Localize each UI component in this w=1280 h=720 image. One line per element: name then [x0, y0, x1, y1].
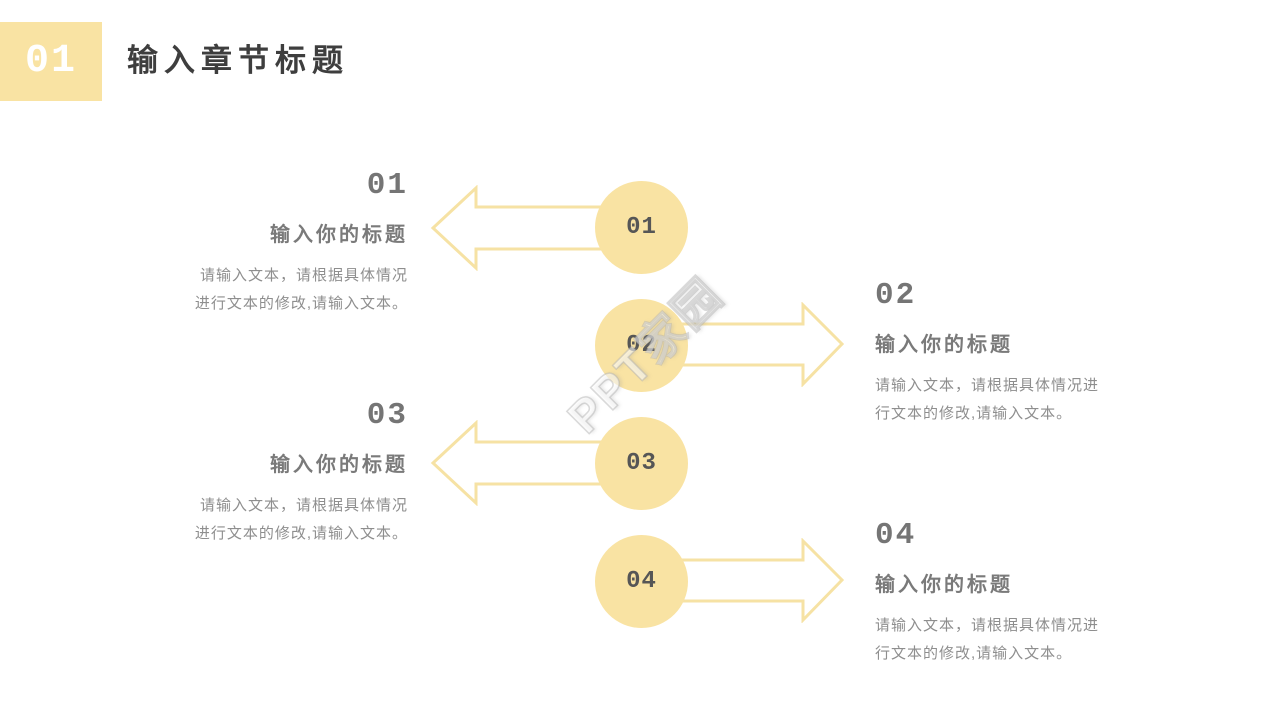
item-number: 02	[875, 278, 917, 313]
step-circle-number: 04	[626, 568, 657, 595]
step-circle: 02	[595, 299, 688, 392]
item-number: 03	[366, 398, 408, 433]
step-circle-number: 01	[626, 214, 657, 241]
item-body-line2: 行文本的修改,请输入文本。	[875, 405, 1073, 422]
item-body-line1: 请输入文本，请根据具体情况	[199, 267, 408, 284]
item-body-line2: 进行文本的修改,请输入文本。	[194, 295, 408, 312]
item-number: 01	[366, 168, 408, 203]
step-circle: 04	[595, 535, 688, 628]
arrow-left-icon	[430, 420, 642, 506]
chapter-badge-number: 01	[24, 39, 77, 84]
item-body: 请输入文本，请根据具体情况进 行文本的修改,请输入文本。	[875, 372, 1137, 428]
item-title: 输入你的标题	[875, 334, 1013, 356]
item-title: 输入你的标题	[875, 574, 1013, 596]
item-body: 请输入文本，请根据具体情况 进行文本的修改,请输入文本。	[140, 262, 408, 318]
step-circle-number: 03	[626, 450, 657, 477]
item-number: 04	[875, 518, 917, 553]
item-text-block: 01 输入你的标题 请输入文本，请根据具体情况 进行文本的修改,请输入文本。	[140, 170, 408, 318]
item-text-block: 03 输入你的标题 请输入文本，请根据具体情况 进行文本的修改,请输入文本。	[140, 400, 408, 548]
item-text-block: 04 输入你的标题 请输入文本，请根据具体情况进 行文本的修改,请输入文本。	[875, 520, 1137, 668]
item-body-line1: 请输入文本，请根据具体情况进	[875, 377, 1100, 394]
item-body-line2: 行文本的修改,请输入文本。	[875, 645, 1073, 662]
item-title: 输入你的标题	[270, 224, 408, 246]
item-body: 请输入文本，请根据具体情况进 行文本的修改,请输入文本。	[875, 612, 1137, 668]
step-circle-number: 02	[626, 332, 657, 359]
item-title: 输入你的标题	[270, 454, 408, 476]
item-body-line1: 请输入文本，请根据具体情况进	[875, 617, 1100, 634]
arrow-left-icon	[430, 185, 642, 271]
step-circle: 03	[595, 417, 688, 510]
chapter-badge: 01	[0, 22, 102, 101]
page-title: 输入章节标题	[127, 43, 349, 78]
step-circle: 01	[595, 181, 688, 274]
item-body: 请输入文本，请根据具体情况 进行文本的修改,请输入文本。	[140, 492, 408, 548]
item-body-line1: 请输入文本，请根据具体情况	[199, 497, 408, 514]
item-body-line2: 进行文本的修改,请输入文本。	[194, 525, 408, 542]
item-text-block: 02 输入你的标题 请输入文本，请根据具体情况进 行文本的修改,请输入文本。	[875, 280, 1137, 428]
